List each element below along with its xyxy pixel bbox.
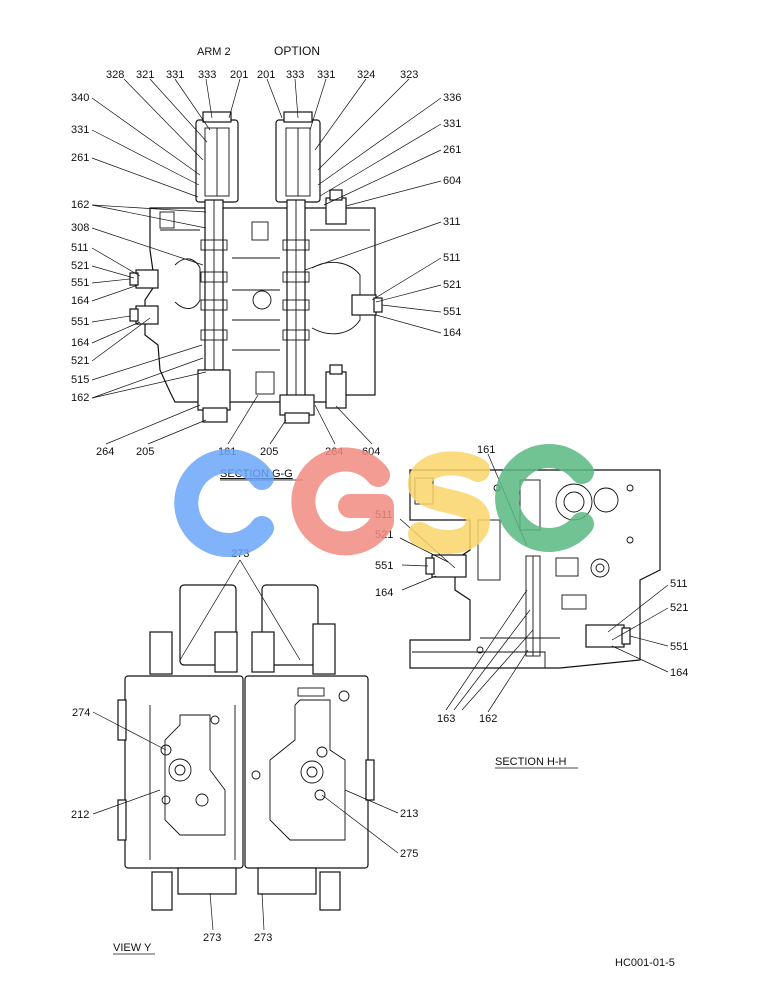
callout-label: 162 [71,392,89,404]
callout-label: 164 [443,327,461,339]
callout-label: 212 [71,809,89,821]
callout-label: 274 [72,707,90,719]
option-heading: OPTION [274,44,320,58]
callout-label: 311 [443,216,461,228]
callout-label: 331 [317,69,335,81]
section-gg-drawing [129,111,383,424]
callout-label: 162 [71,199,89,211]
callout-label: 213 [400,808,418,820]
callout-label: 308 [71,222,89,234]
callout-label: 551 [443,306,461,318]
callout-label: 324 [357,69,375,81]
drawing-id: HC001-01-5 [615,957,675,969]
callout-label: 205 [260,446,278,458]
callout-label: 163 [437,713,455,725]
callouts-gg-left: 340 331 261 162 308 511 521 551 164 551 … [71,92,89,404]
view-y-caption: VIEW Y [113,942,152,954]
section-hh-caption: SECTION H-H [495,756,567,768]
callout-label: 511 [670,578,688,590]
callout-label: 521 [670,602,688,614]
callout-label: 551 [71,277,89,289]
arm2-heading: ARM 2 [197,46,231,58]
callout-label: 201 [257,69,275,81]
callout-label: 161 [477,444,495,456]
callout-label: 164 [71,295,89,307]
callout-label: 331 [166,69,184,81]
callouts-gg-top: 328 321 331 333 201 201 333 331 324 323 [106,69,418,81]
callout-label: 331 [71,124,89,136]
callout-label: 273 [254,932,272,944]
callout-label: 521 [443,279,461,291]
callout-label: 323 [400,69,418,81]
callout-label: 521 [71,355,89,367]
callout-label: 201 [230,69,248,81]
callout-label: 511 [443,252,461,264]
callout-label: 336 [443,92,461,104]
callout-label: 328 [106,69,124,81]
callout-label: 551 [71,316,89,328]
callout-label: 273 [203,932,221,944]
cgsc-watermark-logo [174,444,594,557]
callout-label: 331 [443,118,461,130]
callout-label: 164 [670,667,688,679]
callout-label: 264 [96,446,114,458]
callout-label: 521 [71,260,89,272]
callout-label: 162 [479,713,497,725]
callout-label: 205 [136,446,154,458]
callout-label: 333 [286,69,304,81]
callout-label: 340 [71,92,89,104]
callout-label: 511 [71,242,89,254]
callout-label: 275 [400,848,418,860]
callout-label: 333 [198,69,216,81]
callout-label: 321 [136,69,154,81]
callout-label: 261 [71,152,89,164]
callouts-gg-right: 336 331 261 604 311 511 521 551 164 [443,92,461,339]
callout-label: 551 [375,560,393,572]
callout-label: 551 [670,641,688,653]
callout-label: 604 [443,175,461,187]
callout-label: 515 [71,374,89,386]
callout-label: 164 [375,587,393,599]
view-y-drawing [117,584,375,911]
leader-lines [91,78,669,931]
callout-label: 164 [71,337,89,349]
callout-label: 261 [443,144,461,156]
